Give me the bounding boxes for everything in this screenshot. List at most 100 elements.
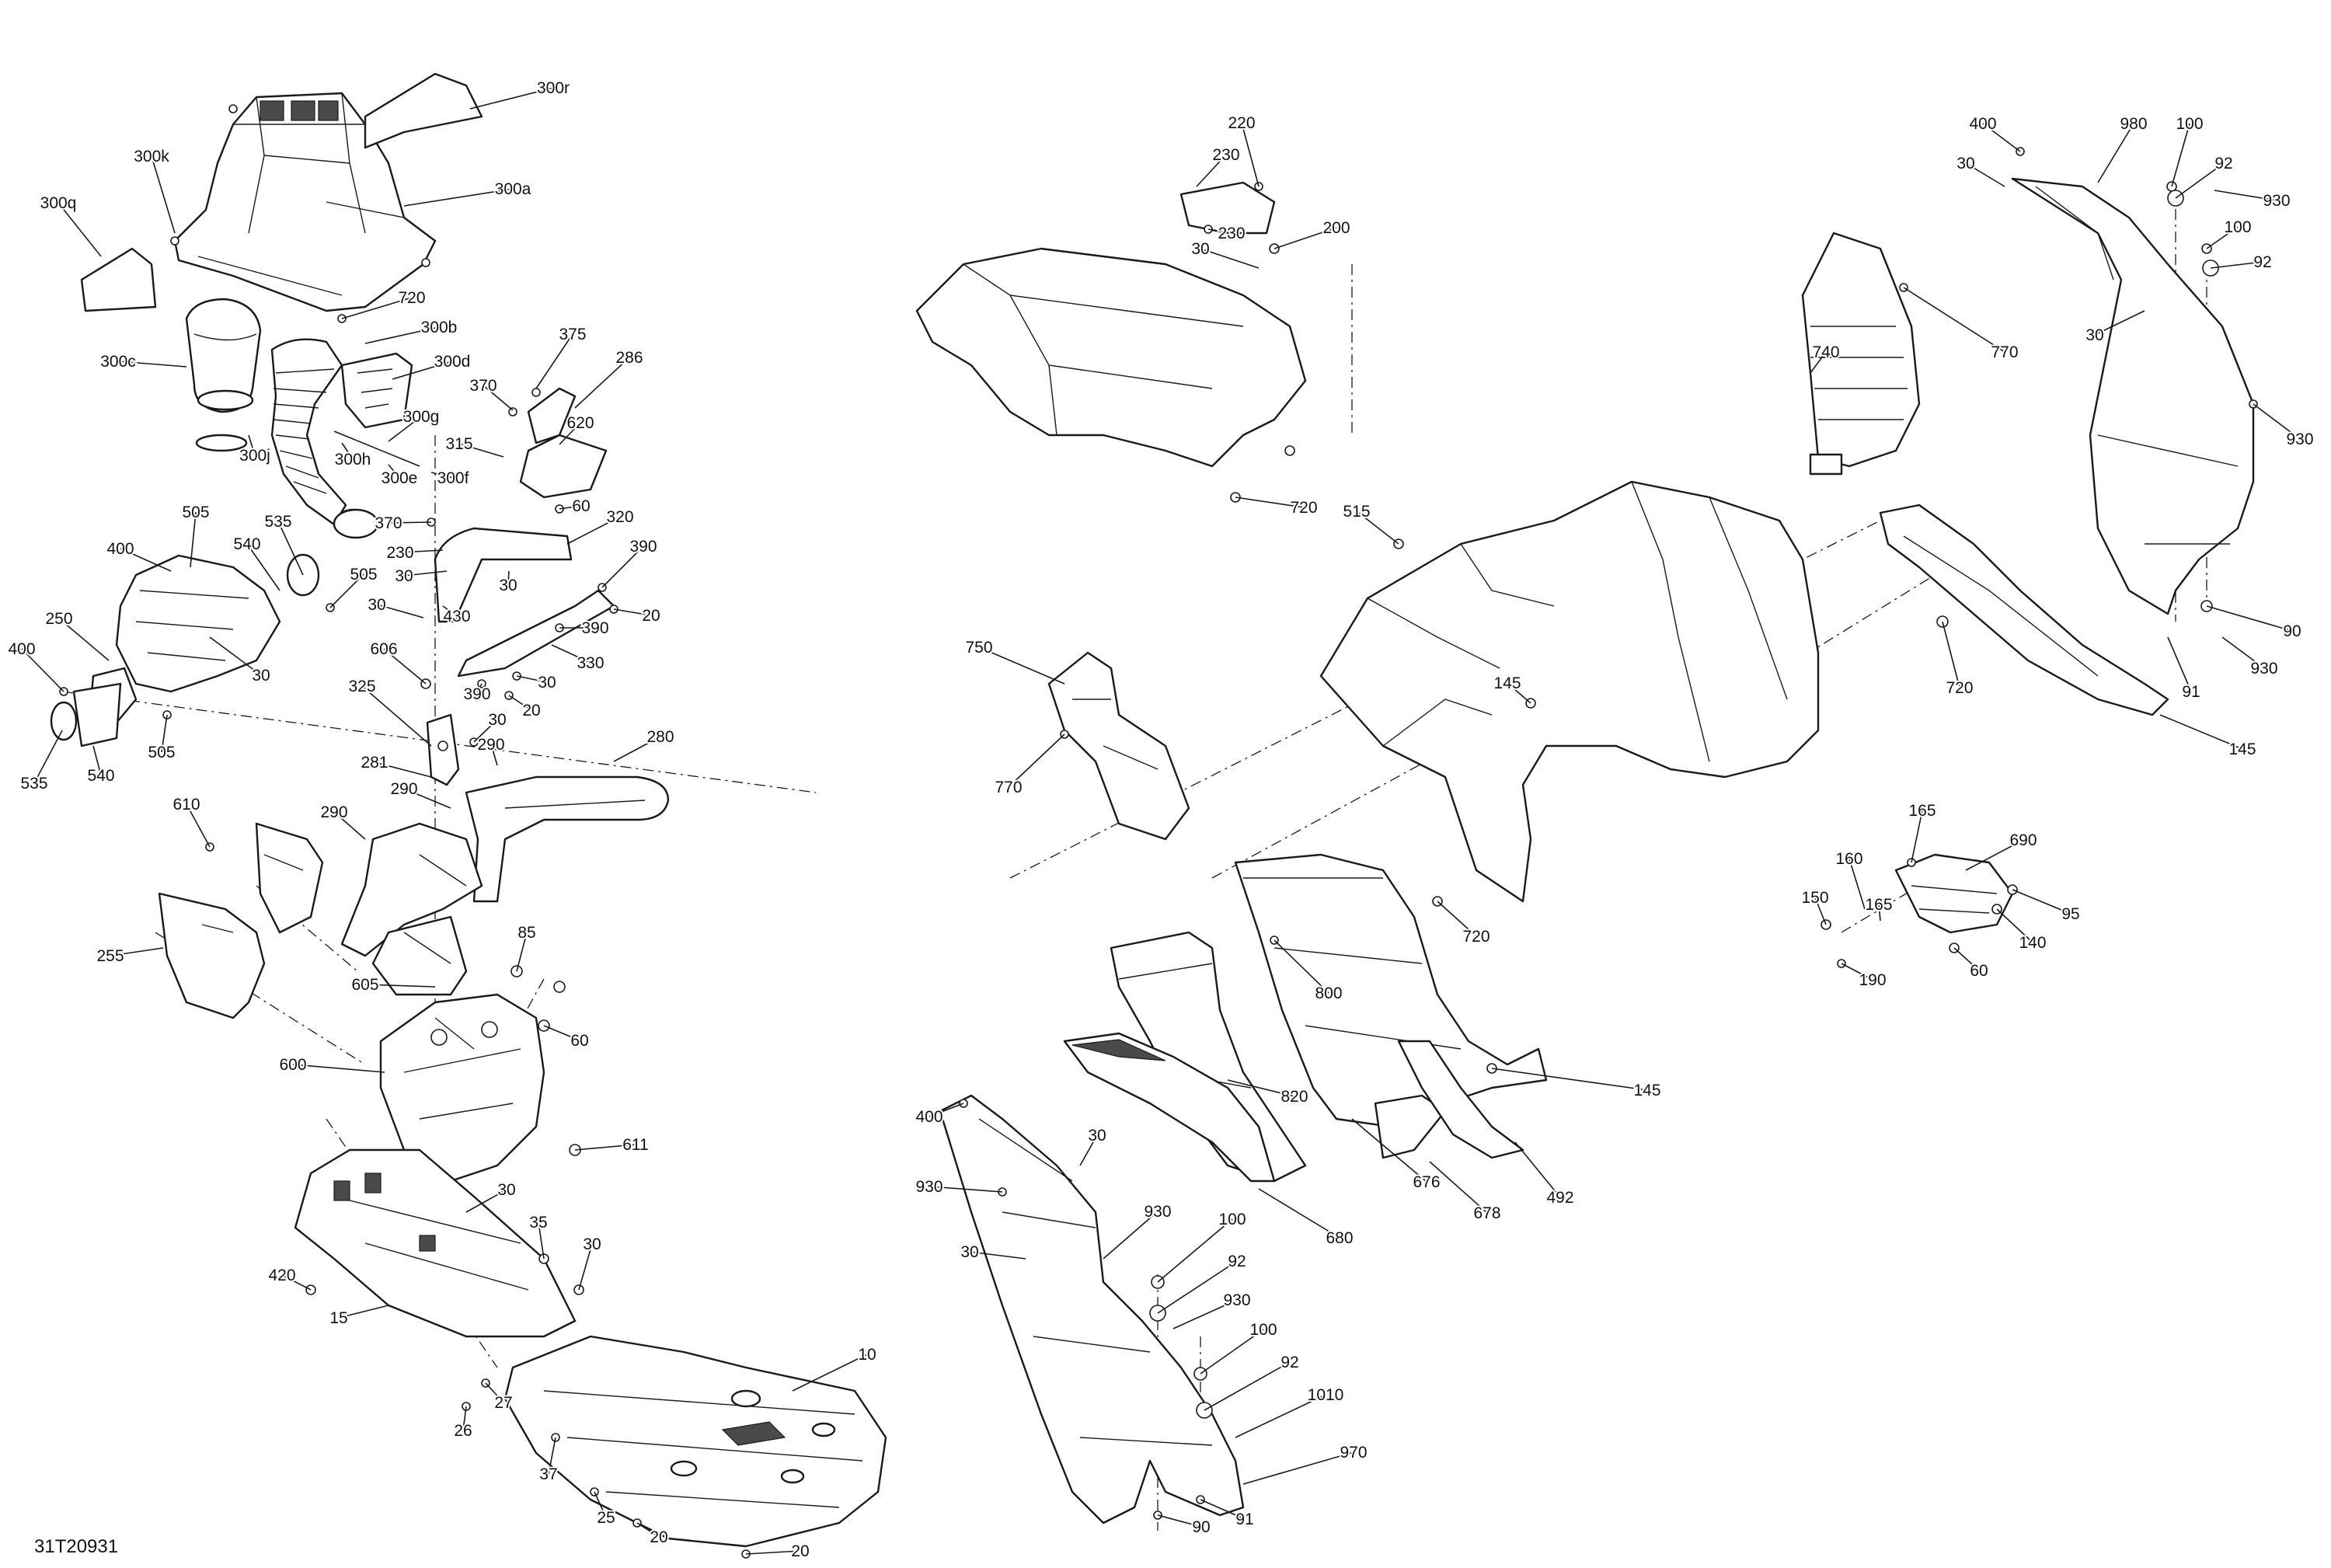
callout-label: 300r [537, 79, 570, 97]
callout-leader-line [469, 87, 554, 110]
callout-label: 290 [477, 736, 504, 754]
callout-label: 300e [382, 469, 418, 487]
deflector-750 [1047, 651, 1190, 841]
callout-leader-line [1996, 908, 2033, 943]
callout-leader-line [1274, 227, 1337, 249]
callout-label: 505 [350, 566, 377, 584]
callout-label: 300c [100, 353, 136, 371]
callout-leader-line [1241, 122, 1260, 187]
callout-leader-line [361, 685, 432, 747]
callout-label: 85 [517, 924, 535, 942]
callout-label: 400 [106, 540, 134, 558]
callout-leader-line [1274, 939, 1329, 994]
callout-label: 800 [1315, 984, 1342, 1002]
callout-label: 15 [329, 1309, 347, 1327]
drawing-reference-code: 31T20931 [34, 1536, 118, 1557]
callout-leader-line [2214, 190, 2277, 201]
callout-label: 100 [2176, 115, 2203, 133]
callout-leader-line [792, 1354, 868, 1392]
callout-leader-line [929, 1186, 1003, 1193]
callout-leader-line [969, 1251, 1026, 1260]
callout-label: 30 [368, 596, 385, 614]
callout-label: 300q [40, 194, 77, 212]
callout-leader-line [559, 505, 582, 510]
callout-leader-line [1437, 901, 1477, 937]
callout-label: 492 [1546, 1189, 1573, 1207]
callout-leader-line [2253, 403, 2301, 440]
callout-label: 420 [268, 1267, 295, 1284]
callout-leader-line [1258, 1188, 1340, 1239]
callout-leader-line [246, 543, 280, 591]
callout-label: 92 [1280, 1354, 1298, 1371]
callout-leader-line [57, 202, 102, 257]
callout-leader-line [399, 549, 444, 553]
callout-label: 30 [1088, 1127, 1106, 1145]
callout-leader-line [601, 545, 644, 588]
callout-label: 300d [434, 353, 471, 371]
callout-label: 91 [1235, 1511, 1253, 1528]
callout-leader-line [329, 573, 364, 608]
callout-leader-line [1965, 162, 2005, 187]
callout-label: 600 [279, 1056, 306, 1074]
callout-leader-line [465, 1189, 507, 1213]
callout-leader-line [1514, 1141, 1561, 1198]
callout-label: 92 [2253, 253, 2271, 271]
callout-leader-line [1227, 1079, 1295, 1097]
air-intake-silencer-300a [173, 92, 437, 312]
handle-bar-280 [340, 775, 670, 996]
callout-leader-line [2210, 261, 2263, 269]
callout-leader-line [1356, 510, 1399, 545]
front-fascia [1319, 480, 1820, 903]
callout-label: 230 [1218, 225, 1245, 242]
box-740 [1801, 232, 1921, 476]
callout-label: 190 [1859, 971, 1886, 989]
callout-label: 676 [1413, 1173, 1440, 1191]
callout-leader-line [190, 511, 197, 568]
callout-label: 145 [1633, 1082, 1660, 1099]
callout-label: 606 [370, 640, 397, 658]
callout-label: 390 [581, 619, 608, 637]
callout-label: 720 [1290, 499, 1317, 517]
callout-label: 400 [915, 1108, 943, 1126]
callout-leader-line [458, 443, 504, 458]
callout-label: 505 [148, 744, 175, 761]
side-panel-970 [939, 1094, 1245, 1524]
callout-leader-line [161, 714, 168, 753]
callout-leader-line [209, 636, 262, 676]
callout-label: 740 [1812, 343, 1839, 361]
callout-label: 300a [495, 180, 531, 198]
callout-leader-line [1903, 287, 2005, 353]
callout-leader-line [117, 361, 187, 368]
callout-label: 145 [2228, 740, 2256, 758]
callout-label: 92 [2214, 155, 2232, 172]
intake-tube-300c [185, 298, 262, 452]
callout-leader-line [403, 570, 448, 577]
callout-leader-line [978, 646, 1065, 685]
callout-label: 535 [20, 775, 47, 793]
callout-label: 100 [1249, 1321, 1277, 1339]
callout-label: 611 [622, 1136, 648, 1154]
callout-leader-line [551, 644, 591, 664]
callout-leader-line [277, 521, 304, 576]
callout-label: 20 [522, 702, 540, 720]
callout-label: 290 [390, 780, 417, 798]
callout-leader-line [1942, 621, 1960, 688]
callout-label: 95 [2061, 905, 2079, 923]
callout-leader-line [462, 1406, 467, 1431]
housing-690 [1894, 853, 2014, 934]
skid-plate-10 [503, 1335, 887, 1548]
callout-label: 255 [96, 947, 124, 965]
callout-leader-line [1235, 1394, 1326, 1438]
callout-leader-line [2221, 636, 2265, 669]
callout-label: 30 [499, 577, 517, 594]
callout-leader-line [364, 984, 436, 988]
callout-leader-line [1953, 947, 1980, 971]
callout-leader-line [516, 932, 528, 972]
callout-label: 250 [45, 610, 72, 628]
callout-label: 200 [1322, 219, 1350, 237]
callout-label: 90 [2283, 622, 2301, 640]
callout-leader-line [442, 605, 458, 617]
callout-leader-line [333, 811, 366, 840]
column-support-600 [379, 993, 545, 1183]
callout-leader-line [535, 333, 573, 389]
